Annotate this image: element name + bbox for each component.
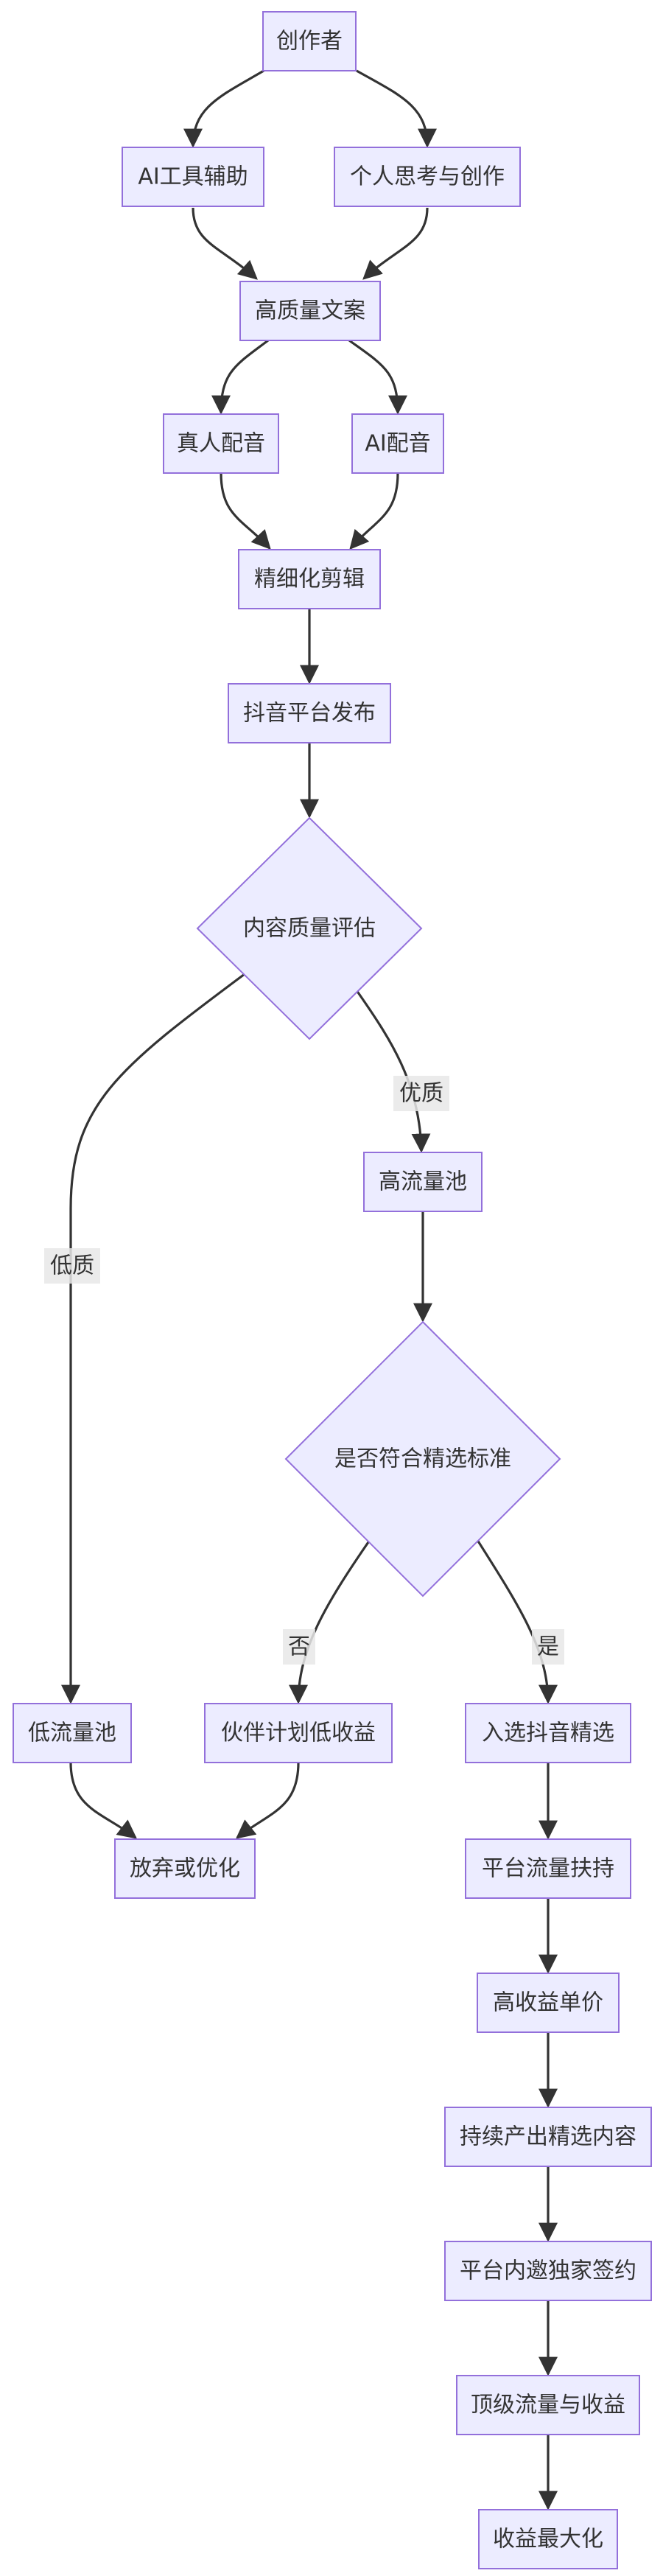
edge-evaluate-low-pool <box>61 973 245 1704</box>
node-continuous[interactable]: 持续产出精选内容 <box>444 2107 652 2167</box>
edge-label-no: 否 <box>283 1629 315 1665</box>
edge-personal-copy <box>362 207 429 280</box>
node-exclusive[interactable]: 平台内邀独家签约 <box>444 2241 652 2301</box>
node-partner[interactable]: 伙伴计划低收益 <box>204 1703 393 1763</box>
edge-criteria-selected <box>476 1539 558 1704</box>
node-publish[interactable]: 抖音平台发布 <box>228 683 391 743</box>
node-evaluate[interactable]: 内容质量评估 <box>196 816 423 1040</box>
svg-text:是否符合精选标准: 是否符合精选标准 <box>334 1446 511 1472</box>
svg-text:个人思考与创作: 个人思考与创作 <box>350 164 505 190</box>
svg-text:入选抖音精选: 入选抖音精选 <box>482 1721 614 1746</box>
svg-text:抖音平台发布: 抖音平台发布 <box>243 701 376 727</box>
edge-human-voice-edit <box>220 472 271 550</box>
svg-text:低质: 低质 <box>50 1253 94 1279</box>
svg-text:平台流量扶持: 平台流量扶持 <box>482 1856 614 1882</box>
node-low-pool[interactable]: 低流量池 <box>13 1703 132 1763</box>
svg-text:优质: 优质 <box>399 1081 443 1107</box>
svg-text:放弃或优化: 放弃或优化 <box>130 1856 240 1882</box>
svg-text:是: 是 <box>537 1634 559 1660</box>
edge-copy-ai-voice <box>348 339 407 415</box>
node-edit[interactable]: 精细化剪辑 <box>238 549 381 609</box>
svg-text:收益最大化: 收益最大化 <box>493 2527 603 2552</box>
node-personal[interactable]: 个人思考与创作 <box>334 147 521 207</box>
svg-text:创作者: 创作者 <box>276 29 343 55</box>
edge-creator-ai-tool <box>183 69 264 148</box>
edge-labels: 优质 低质 否 是 <box>44 1076 564 1665</box>
node-unit-price[interactable]: 高收益单价 <box>477 1973 620 2033</box>
edges <box>61 69 558 2510</box>
node-max[interactable]: 收益最大化 <box>478 2509 618 2569</box>
node-high-pool[interactable]: 高流量池 <box>363 1152 483 1212</box>
node-ai-tool[interactable]: AI工具辅助 <box>122 147 264 207</box>
node-selected[interactable]: 入选抖音精选 <box>465 1703 631 1763</box>
node-copy[interactable]: 高质量文案 <box>239 281 381 341</box>
svg-text:低流量池: 低流量池 <box>28 1721 116 1746</box>
edge-label-quality-low: 低质 <box>44 1248 100 1284</box>
node-creator[interactable]: 创作者 <box>262 11 357 71</box>
node-support[interactable]: 平台流量扶持 <box>465 1838 631 1899</box>
edge-label-quality-good: 优质 <box>393 1076 449 1111</box>
node-abandon[interactable]: 放弃或优化 <box>114 1838 256 1899</box>
svg-text:顶级流量与收益: 顶级流量与收益 <box>471 2393 625 2418</box>
edge-copy-human-voice <box>211 339 269 415</box>
svg-text:否: 否 <box>288 1634 310 1660</box>
svg-text:平台内邀独家签约: 平台内邀独家签约 <box>460 2258 636 2284</box>
edge-evaluate-high-pool <box>355 990 431 1153</box>
edge-partner-abandon <box>235 1762 300 1839</box>
svg-text:高流量池: 高流量池 <box>379 1169 467 1195</box>
svg-text:精细化剪辑: 精细化剪辑 <box>254 567 365 592</box>
node-criteria[interactable]: 是否符合精选标准 <box>284 1320 561 1597</box>
node-human-voice[interactable]: 真人配音 <box>163 413 279 474</box>
edge-label-yes: 是 <box>532 1629 564 1665</box>
node-top[interactable]: 顶级流量与收益 <box>456 2375 640 2435</box>
svg-text:持续产出精选内容: 持续产出精选内容 <box>460 2124 636 2150</box>
edge-low-pool-abandon <box>69 1762 138 1839</box>
nodes: 创作者 AI工具辅助 个人思考与创作 高质量文案 真人配音 AI配音 精细化剪辑 <box>13 11 652 2569</box>
svg-text:内容质量评估: 内容质量评估 <box>243 916 376 942</box>
edge-ai-tool-copy <box>192 207 258 280</box>
svg-text:AI配音: AI配音 <box>365 431 430 457</box>
svg-text:高收益单价: 高收益单价 <box>493 1990 603 2016</box>
edge-criteria-partner <box>289 1539 371 1704</box>
svg-text:高质量文案: 高质量文案 <box>255 298 365 324</box>
edge-creator-personal <box>356 69 437 148</box>
svg-text:伙伴计划低收益: 伙伴计划低收益 <box>221 1721 376 1746</box>
edge-ai-voice-edit <box>349 472 399 550</box>
svg-text:AI工具辅助: AI工具辅助 <box>138 164 248 190</box>
node-ai-voice[interactable]: AI配音 <box>351 413 444 474</box>
svg-text:真人配音: 真人配音 <box>177 431 265 457</box>
